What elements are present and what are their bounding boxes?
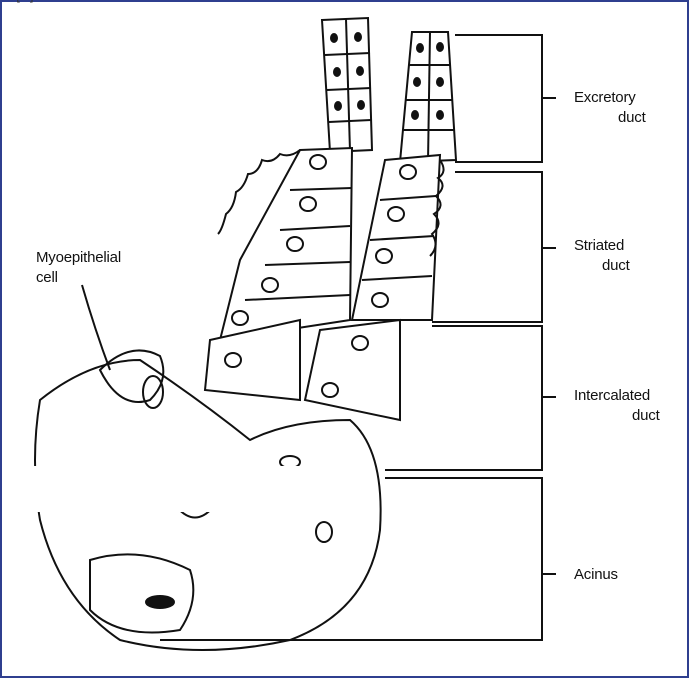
caption-fragment: ...[...]: [6, 0, 33, 6]
label-acinus-line1: Acinus: [574, 565, 618, 585]
label-acinus: Acinus: [574, 565, 618, 585]
excretory-duct-cells: [322, 18, 456, 162]
label-excretory-line2: duct: [574, 108, 646, 128]
label-striated-duct: Striated duct: [574, 236, 630, 276]
label-excretory-duct: Excretory duct: [574, 88, 646, 128]
myoepithelial-pointer-line: [82, 285, 110, 370]
label-myoepithelial-cell: Myoepithelial cell: [36, 248, 121, 288]
intercalated-duct-cells: [205, 320, 400, 420]
striated-duct-cells: [218, 148, 444, 340]
bracket-excretory: [455, 35, 542, 162]
label-excretory-line1: Excretory: [574, 88, 646, 108]
label-intercalated-duct: Intercalated duct: [574, 386, 660, 426]
label-intercalated-line2: duct: [574, 406, 660, 426]
duct-drawing: [30, 18, 456, 650]
label-myoepithelial-line2: cell: [36, 268, 121, 288]
label-striated-line1: Striated: [574, 236, 630, 256]
bracket-striated: [432, 172, 542, 322]
label-intercalated-line1: Intercalated: [574, 386, 660, 406]
bracket-intercalated: [385, 326, 542, 470]
label-myoepithelial-line1: Myoepithelial: [36, 248, 121, 268]
label-striated-line2: duct: [574, 256, 630, 276]
